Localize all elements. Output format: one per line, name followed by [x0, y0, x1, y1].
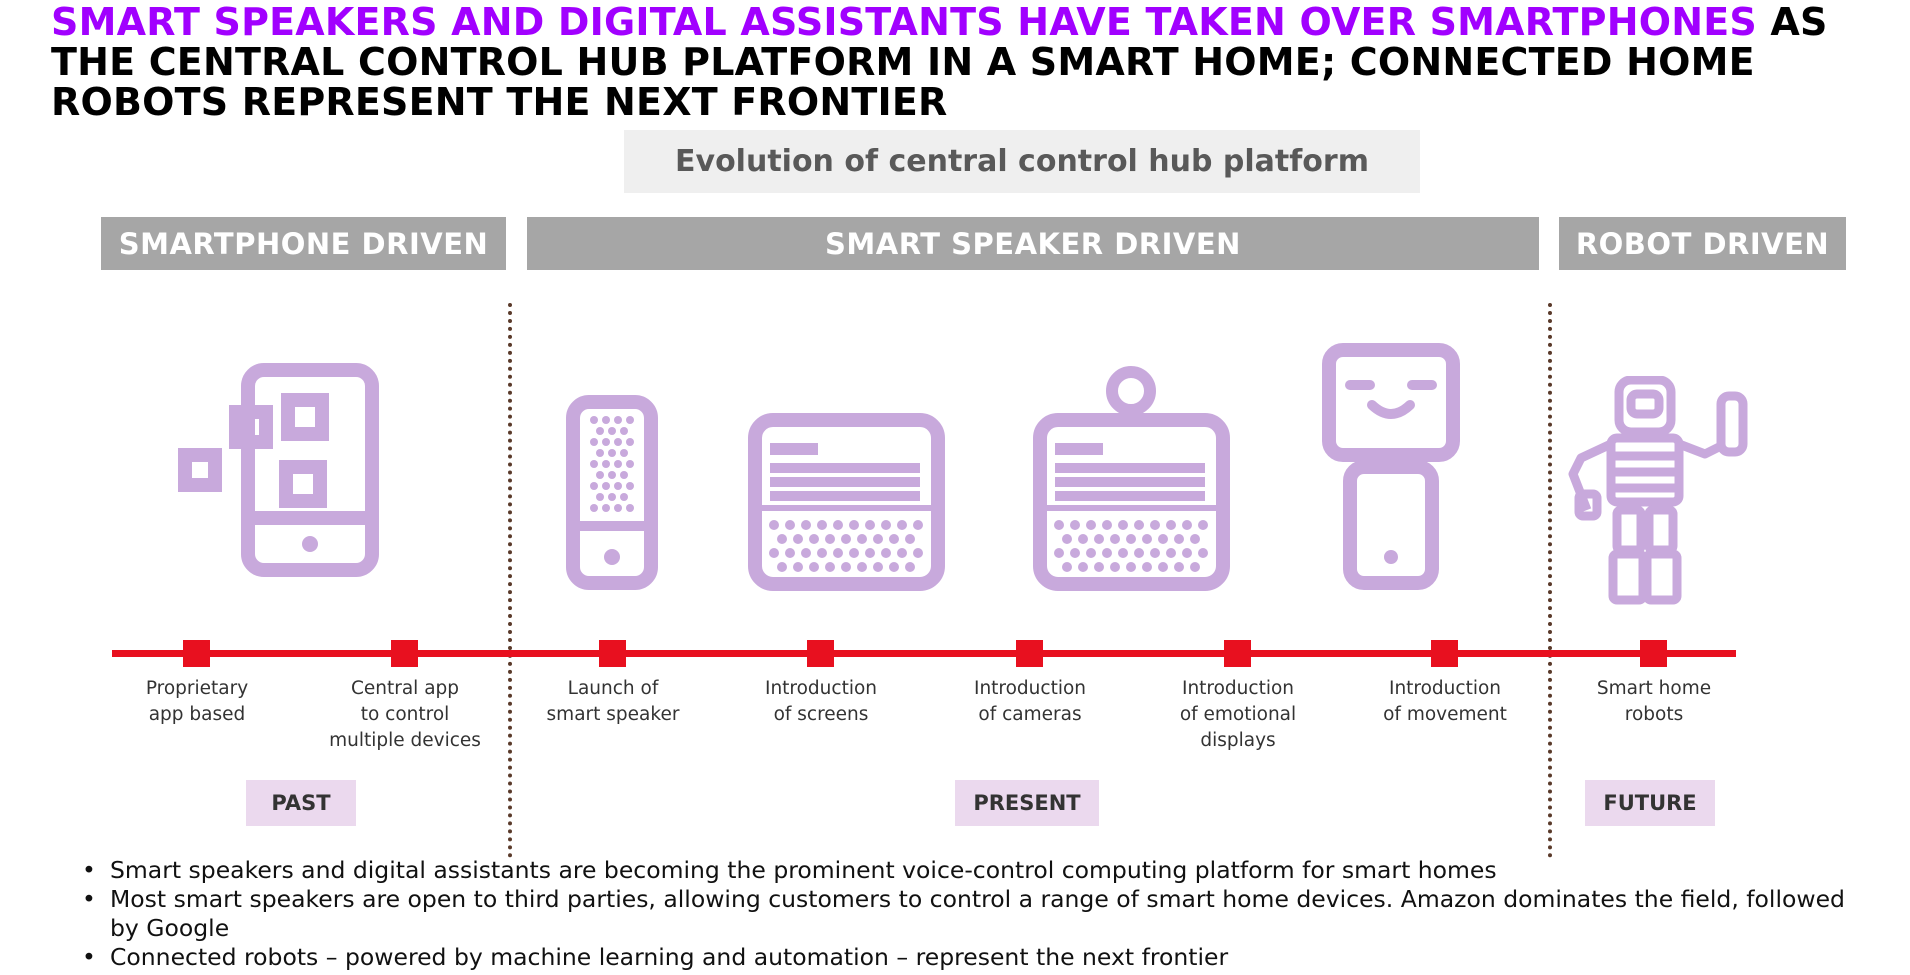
timeline-marker	[1016, 640, 1043, 667]
phase-divider-right	[1548, 303, 1552, 858]
speaker-screen-icon	[748, 413, 945, 591]
headline-rest: AS THE CENTRAL CONTROL HUB PLATFORM IN A…	[51, 0, 1828, 124]
era-badge-future: FUTURE	[1585, 780, 1715, 826]
smart-speaker-icon	[566, 395, 658, 590]
speaker-camera-icon	[1033, 366, 1230, 591]
headline-highlight: SMART SPEAKERS AND DIGITAL ASSISTANTS HA…	[51, 0, 1757, 44]
robot-icon	[1568, 376, 1748, 605]
key-point: Smart speakers and digital assistants ar…	[80, 856, 1880, 885]
milestone-label-central-app: Central app to control multiple devices	[329, 678, 481, 751]
milestone-label-movement: Introduction of movement	[1383, 678, 1507, 725]
timeline-marker	[1224, 640, 1251, 667]
timeline-line	[112, 650, 1736, 657]
emotional-display-icon	[1322, 343, 1460, 590]
timeline-marker	[1640, 640, 1667, 667]
timeline-marker	[391, 640, 418, 667]
key-point: Connected robots – powered by machine le…	[80, 943, 1880, 972]
key-point: Most smart speakers are open to third pa…	[80, 885, 1880, 943]
slide-headline: SMART SPEAKERS AND DIGITAL ASSISTANTS HA…	[51, 2, 1881, 122]
timeline-marker	[599, 640, 626, 667]
phase-smartphone-driven: SMARTPHONE DRIVEN	[101, 217, 506, 270]
smartphone-apps-icon	[178, 363, 379, 577]
milestone-label-proprietary-app: Proprietary app based	[145, 678, 249, 725]
phase-divider-left	[508, 303, 512, 858]
phase-robot-driven: ROBOT DRIVEN	[1559, 217, 1846, 270]
era-badge-past: PAST	[246, 780, 356, 826]
milestone-label-screens: Introduction of screens	[764, 678, 878, 725]
milestone-label-smart-speaker: Launch of smart speaker	[546, 678, 680, 725]
timeline-marker	[183, 640, 210, 667]
diagram-subtitle: Evolution of central control hub platfor…	[624, 130, 1420, 193]
timeline-marker	[1431, 640, 1458, 667]
milestone-label-smart-home-robots: Smart home robots	[1596, 678, 1712, 725]
key-points-list: Smart speakers and digital assistants ar…	[80, 856, 1880, 972]
milestone-label-emotional-displays: Introduction of emotional displays	[1179, 678, 1297, 751]
timeline-marker	[807, 640, 834, 667]
phase-smart-speaker-driven: SMART SPEAKER DRIVEN	[527, 217, 1539, 270]
era-badge-present: PRESENT	[955, 780, 1099, 826]
milestone-label-cameras: Introduction of cameras	[973, 678, 1087, 725]
